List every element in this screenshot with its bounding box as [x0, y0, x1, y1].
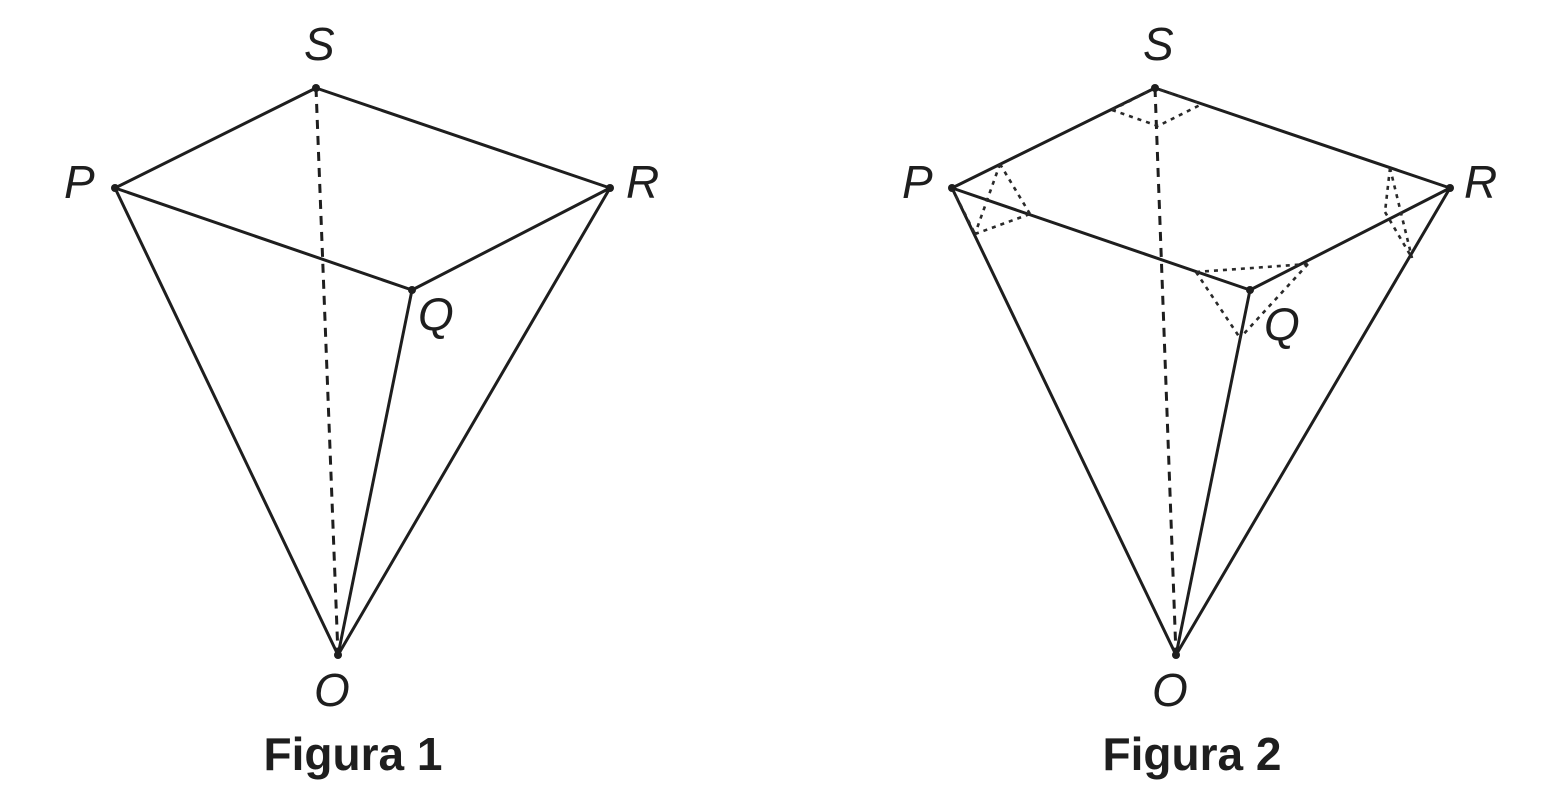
vertex-dot-R — [606, 184, 614, 192]
figure-caption-1: Figura 1 — [264, 728, 443, 780]
edge-SO-hidden — [1153, 87, 1178, 656]
vertex-label-P: P — [902, 156, 933, 208]
vertex-label-P: P — [64, 156, 95, 208]
vertex-dot-P — [948, 184, 956, 192]
vertex-dot-O — [334, 651, 342, 659]
vertex-dot-S — [312, 84, 320, 92]
edge-SR — [1153, 86, 1452, 190]
edge-RO — [1174, 186, 1452, 657]
edge-QO — [1174, 288, 1252, 657]
edge-PO — [950, 186, 1178, 657]
vertex-label-R: R — [626, 156, 659, 208]
vertex-label-S: S — [304, 18, 335, 70]
vertex-dot-Q — [408, 286, 416, 294]
vertex-dot-P — [111, 184, 119, 192]
edge-PO — [113, 186, 340, 657]
vertex-label-O: O — [1152, 664, 1188, 716]
vertex-label-R: R — [1464, 156, 1497, 208]
vertex-dot-Q — [1246, 286, 1254, 294]
dotted-corner-P — [950, 163, 1032, 236]
edge-QR — [1248, 186, 1452, 292]
vertex-label-Q: Q — [1264, 298, 1300, 350]
vertex-dot-S — [1151, 84, 1159, 92]
edge-RO — [336, 186, 612, 657]
vertex-dot-O — [1172, 651, 1180, 659]
edge-QO — [336, 288, 414, 657]
dotted-corner-R — [1383, 167, 1414, 259]
dotted-corner-Q — [1194, 262, 1309, 339]
figure-caption-2: Figura 2 — [1103, 728, 1282, 780]
edge-PQ — [113, 186, 414, 292]
edge-QR — [410, 186, 612, 292]
edge-PQ — [950, 186, 1252, 292]
edge-SR — [314, 86, 612, 190]
figure-1: S P R Q O Figura 1 — [64, 18, 659, 780]
edge-SO-hidden — [314, 87, 340, 656]
vertex-label-O: O — [314, 664, 350, 716]
figure-2: S P R Q O Figura 2 — [902, 18, 1497, 780]
edge-PS — [113, 86, 318, 190]
vertex-label-Q: Q — [418, 288, 454, 340]
edge-PS — [950, 86, 1157, 190]
vertex-label-S: S — [1143, 18, 1174, 70]
vertex-dot-R — [1446, 184, 1454, 192]
